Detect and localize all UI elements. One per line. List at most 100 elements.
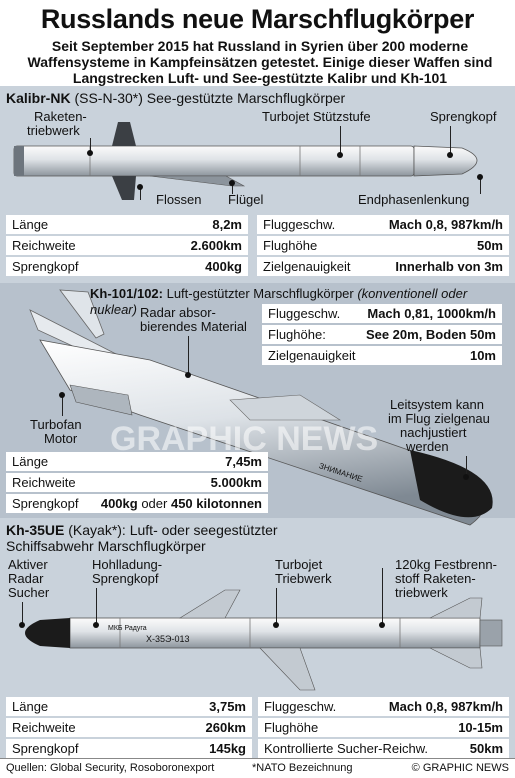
label-festbrennstoff: 120kg Festbrenn-: [395, 557, 497, 572]
spec-row: Fluggeschw. Mach 0,81, 1000km/h: [262, 304, 502, 323]
leader-dot: [93, 622, 99, 628]
leader-dot: [137, 184, 143, 190]
spec-value: 8,2m: [212, 217, 242, 232]
label-leitsystem: nachjustiert: [400, 425, 467, 440]
spec-key: Sprengkopf: [12, 741, 79, 756]
label-leitsystem: im Flug zielgenau: [388, 411, 490, 426]
intro-text: Seit September 2015 hat Russland in Syri…: [27, 38, 493, 102]
missile-marking: X-35Э-013: [146, 634, 190, 644]
spec-value: 3,75m: [209, 699, 246, 714]
warhead-or: oder: [137, 496, 171, 511]
spec-key: Länge: [12, 217, 49, 232]
spec-key: Fluggeschw.: [268, 306, 341, 321]
spec-key: Flughöhe: [263, 238, 318, 253]
label-festbrennstoff: stoff Raketen-: [395, 571, 476, 586]
spec-row: Kontrollierte Sucher-Reichw. 50km: [258, 739, 509, 758]
kalibr-desc: (SS-N-30*) See-gestützte Marschflugkörpe…: [70, 90, 346, 106]
spec-row: Fluggeschw. Mach 0,8, 987km/h: [258, 697, 509, 716]
page-title: Russlands neue Marschflugkörper: [40, 4, 475, 34]
spec-row: Reichweite 2.600km: [6, 236, 248, 255]
kh101-heading: Kh-101/102: Luft-gestützter Marschflugkö…: [90, 286, 515, 318]
warhead-nuclear: 450 kilotonnen: [170, 496, 262, 511]
leader-line: [480, 176, 481, 194]
label-turbojet-triebwerk: Turbojet: [275, 557, 323, 572]
leader-dot: [337, 152, 343, 158]
leader-line: [22, 602, 23, 624]
label-sprengkopf: Sprengkopf: [430, 109, 497, 124]
spec-row: Flughöhe: See 20m, Boden 50m: [262, 325, 502, 344]
kh101-name: Kh-101/102:: [90, 286, 163, 301]
leader-dot: [477, 174, 483, 180]
spec-value: 145kg: [209, 741, 246, 756]
leader-dot: [379, 622, 385, 628]
spec-key: Länge: [12, 454, 49, 469]
label-hohlladung: Sprengkopf: [92, 571, 159, 586]
leader-line: [340, 126, 341, 154]
leader-dot: [19, 622, 25, 628]
spec-value: Mach 0,81, 1000km/h: [367, 306, 496, 321]
spec-key: Kontrollierte Sucher-Reichw.: [264, 741, 429, 756]
label-triebwerk: triebwerk: [27, 123, 80, 138]
leader-dot: [229, 180, 235, 186]
spec-value: 5.000km: [210, 475, 262, 490]
spec-row: Sprengkopf 145kg: [6, 739, 252, 758]
spec-row: Länge 7,45m: [6, 452, 268, 471]
kh35-desc-line2: Schiffsabwehr Marschflugkörper: [6, 538, 206, 554]
kalibr-heading: Kalibr-NK (SS-N-30*) See-gestützte Marsc…: [6, 90, 345, 106]
spec-key: Fluggeschw.: [264, 699, 337, 714]
leader-line: [466, 456, 467, 476]
leader-line: [90, 138, 91, 152]
label-aktiver-radar: Aktiver: [8, 557, 48, 572]
footer: Quellen: Global Security, Rosoboronexpor…: [0, 758, 515, 778]
leader-line: [232, 182, 233, 194]
label-turbofan: Motor: [44, 431, 78, 446]
spec-key: Reichweite: [12, 475, 76, 490]
spec-value: 2.600km: [190, 238, 242, 253]
label-turbofan: Turbofan: [30, 417, 82, 432]
leader-dot: [447, 152, 453, 158]
label-flossen: Flossen: [156, 192, 202, 207]
leader-dot: [87, 150, 93, 156]
spec-value: Mach 0,8, 987km/h: [388, 217, 503, 232]
label-radar-absorbierend: bierendes Material: [140, 319, 247, 334]
spec-row: Länge 8,2m: [6, 215, 248, 234]
spec-value: 50km: [469, 741, 503, 756]
spec-value: See 20m, Boden 50m: [365, 327, 496, 342]
spec-value: 7,45m: [225, 454, 262, 469]
spec-key: Länge: [12, 699, 49, 714]
spec-key: Flughöhe:: [268, 327, 326, 342]
label-turbojet-triebwerk: Triebwerk: [275, 571, 332, 586]
leader-line: [140, 186, 141, 200]
spec-value: Mach 0,8, 987km/h: [388, 699, 503, 714]
label-endphasenlenkung: Endphasenlenkung: [358, 192, 470, 207]
footer-nato-note: *NATO Bezeichnung: [252, 762, 353, 774]
label-aktiver-radar: Radar: [8, 571, 44, 586]
footer-sources: Quellen: Global Security, Rosoboronexpor…: [6, 762, 215, 774]
spec-row: Länge 3,75m: [6, 697, 252, 716]
spec-key: Flughöhe: [264, 720, 319, 735]
spec-key: Fluggeschw.: [263, 217, 336, 232]
label-aktiver-radar: Sucher: [8, 585, 50, 600]
label-leitsystem: werden: [406, 439, 449, 454]
warhead-conventional: 400kg: [100, 496, 138, 511]
leader-line: [276, 588, 277, 624]
kh101-missile: [29, 289, 493, 526]
label-hohlladung: Hohlladung-: [92, 557, 163, 572]
label-fluegel: Flügel: [228, 192, 264, 207]
leader-line: [188, 336, 189, 374]
label-festbrennstoff: triebwerk: [395, 585, 448, 600]
label-turbojet-stuetzstufe: Turbojet Stützstufe: [262, 109, 371, 124]
spec-key: Reichweite: [12, 238, 76, 253]
spec-row: Sprengkopf 400kg oder 450 kilotonnen: [6, 494, 268, 513]
spec-row: Reichweite 5.000km: [6, 473, 268, 492]
spec-row: Fluggeschw. Mach 0,8, 987km/h: [257, 215, 509, 234]
spec-key: Sprengkopf: [12, 496, 79, 511]
spec-key: Sprengkopf: [12, 259, 79, 274]
leader-dot: [59, 392, 65, 398]
watermark: GRAPHIC NEWS: [110, 420, 379, 458]
